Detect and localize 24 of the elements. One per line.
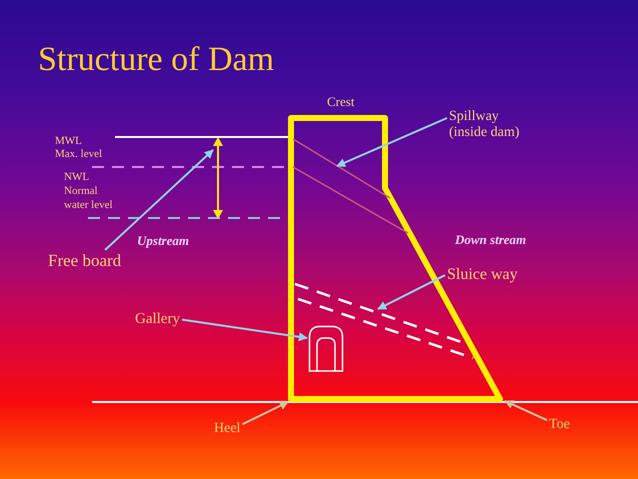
part-label: Free board (48, 251, 122, 271)
gallery-arch (308, 325, 344, 372)
spillway-channel (292, 138, 409, 234)
leader-line (377, 274, 446, 310)
sluice-way-channel (294, 282, 475, 360)
water-level-label: Normal water level (64, 184, 114, 212)
part-label: Sluice way (447, 266, 518, 284)
dimension-arrow (212, 137, 224, 219)
title: Structure of Dam (38, 40, 274, 80)
leader-line (504, 400, 548, 422)
part-label: Heel (214, 421, 240, 438)
water-level-label: Max. level (55, 148, 102, 161)
water-level-label: NWL (64, 171, 90, 184)
part-label: Crest (327, 95, 354, 110)
part-label: Spillway (inside dam) (449, 109, 527, 142)
leader-line (182, 318, 308, 342)
direction-label: Down stream (455, 233, 526, 248)
leader-line (336, 117, 448, 167)
leader-line (242, 401, 289, 426)
direction-label: Upstream (137, 234, 189, 249)
leader-line (104, 149, 214, 251)
part-label: Toe (549, 417, 570, 434)
water-level-label: MWL (55, 135, 82, 148)
part-label: Gallery (135, 311, 180, 328)
